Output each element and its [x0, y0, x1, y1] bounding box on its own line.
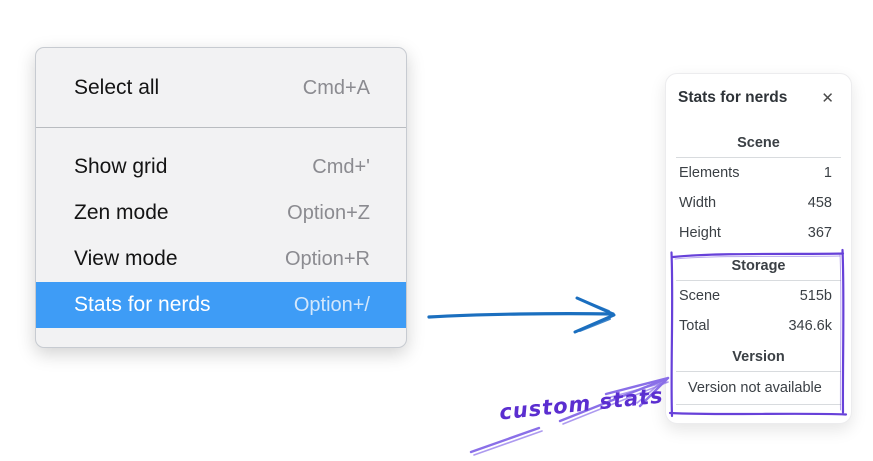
menu-item-label: Select all: [74, 76, 160, 99]
stat-label: Scene: [679, 288, 721, 304]
stat-row-elements: Elements 1: [666, 158, 851, 188]
menu-divider: [36, 127, 406, 128]
stat-value: 1: [823, 165, 832, 181]
context-menu: Select all Cmd+A Show grid Cmd+' Zen mod…: [35, 47, 407, 348]
stat-label: Width: [679, 195, 717, 211]
stat-value: 515b: [799, 288, 832, 304]
close-icon[interactable]: ✕: [821, 89, 834, 107]
menu-item-stats-for-nerds[interactable]: Stats for nerds Option+/: [36, 282, 406, 328]
menu-item-label: Stats for nerds: [74, 293, 211, 316]
section-heading-scene: Scene: [676, 135, 841, 158]
stat-label: Total: [679, 318, 710, 334]
menu-item-shortcut: Option+/: [293, 293, 370, 316]
stat-row-height: Height 367: [666, 218, 851, 248]
menu-item-shortcut: Option+Z: [287, 201, 370, 224]
stat-value: 458: [807, 195, 832, 211]
stat-label: Height: [679, 225, 721, 241]
menu-item-view-mode[interactable]: View mode Option+R: [36, 236, 406, 282]
menu-item-zen-mode[interactable]: Zen mode Option+Z: [36, 190, 406, 236]
section-heading-version: Version: [676, 349, 841, 372]
menu-item-shortcut: Cmd+A: [302, 76, 370, 99]
stats-panel: Stats for nerds ✕ Scene Elements 1 Width…: [665, 73, 852, 424]
menu-item-select-all[interactable]: Select all Cmd+A: [36, 66, 406, 110]
stat-value: 346.6k: [788, 318, 832, 334]
stat-row-scene-storage: Scene 515b: [666, 281, 851, 311]
version-note: Version not available: [676, 372, 841, 405]
menu-item-shortcut: Option+R: [284, 247, 370, 270]
menu-item-shortcut: Cmd+': [312, 155, 370, 178]
menu-item-label: View mode: [74, 247, 178, 270]
stats-panel-header: Stats for nerds ✕: [666, 88, 851, 108]
section-heading-storage: Storage: [676, 258, 841, 281]
stat-row-total-storage: Total 346.6k: [666, 311, 851, 341]
menu-item-label: Show grid: [74, 155, 168, 178]
stat-row-width: Width 458: [666, 188, 851, 218]
stat-value: 367: [807, 225, 832, 241]
custom-stats-annotation: custom stats: [498, 383, 665, 425]
pointer-arrow: [427, 296, 616, 334]
menu-item-label: Zen mode: [74, 201, 169, 224]
stats-panel-title: Stats for nerds: [678, 89, 788, 106]
menu-item-show-grid[interactable]: Show grid Cmd+': [36, 144, 406, 190]
stat-label: Elements: [679, 165, 740, 181]
